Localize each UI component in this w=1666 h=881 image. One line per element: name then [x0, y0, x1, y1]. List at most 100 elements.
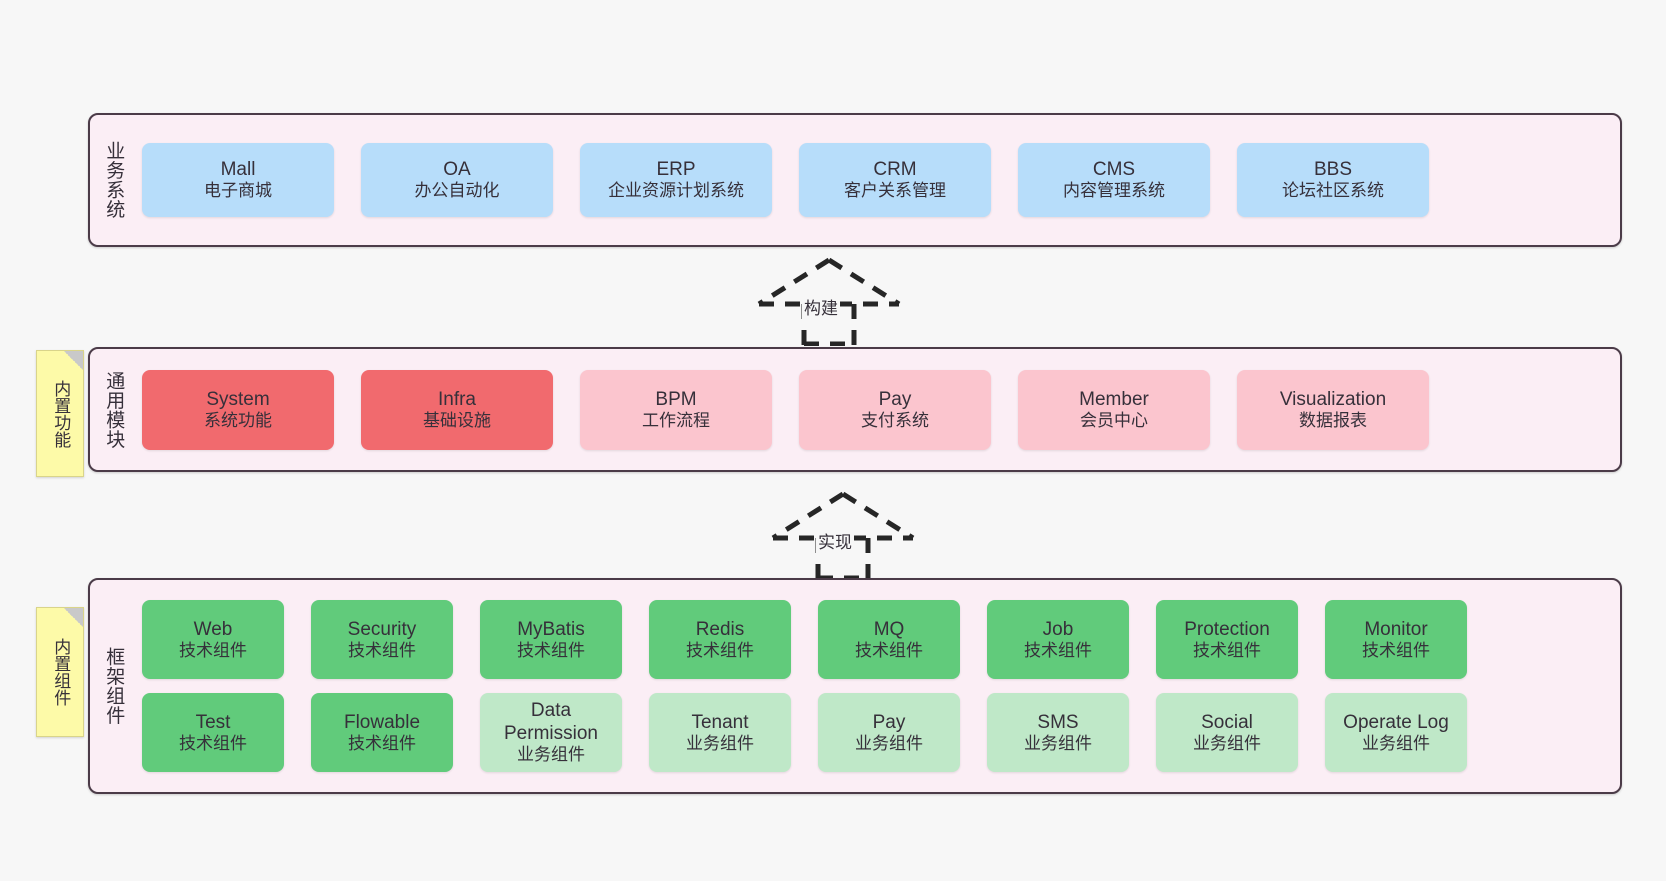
node-mybatis-name: MyBatis [517, 618, 585, 640]
node-infra-desc: 基础设施 [423, 410, 491, 430]
connector-implement-label: 实现 [816, 528, 854, 553]
node-security[interactable]: Security 技术组件 [311, 600, 453, 679]
node-mq-desc: 技术组件 [855, 640, 923, 660]
layer-module-row: System 系统功能 Infra 基础设施 BPM 工作流程 Pay 支付系统… [142, 369, 1606, 450]
node-system-desc: 系统功能 [204, 410, 272, 430]
node-oa[interactable]: OA 办公自动化 [361, 143, 553, 217]
node-pay-component[interactable]: Pay 业务组件 [818, 693, 960, 772]
node-sms-desc: 业务组件 [1024, 733, 1092, 753]
node-job-desc: 技术组件 [1024, 640, 1092, 660]
node-tenant-desc: 业务组件 [686, 733, 754, 753]
node-member[interactable]: Member 会员中心 [1018, 369, 1210, 450]
node-bpm[interactable]: BPM 工作流程 [580, 369, 772, 450]
connector-build: 构建 [754, 256, 904, 347]
node-tenant-name: Tenant [691, 711, 749, 733]
node-data-permission[interactable]: Data Permission 业务组件 [480, 693, 622, 772]
layer-title-framework: 框架组件 [103, 647, 125, 725]
node-redis[interactable]: Redis 技术组件 [649, 600, 791, 679]
node-member-desc: 会员中心 [1080, 410, 1148, 430]
node-mybatis-desc: 技术组件 [517, 640, 585, 660]
node-security-name: Security [347, 618, 417, 640]
node-social-name: Social [1201, 711, 1253, 733]
node-crm[interactable]: CRM 客户关系管理 [799, 143, 991, 217]
node-cms-desc: 内容管理系统 [1063, 181, 1165, 201]
note-fold-icon [64, 351, 83, 370]
layer-title-module: 通用模块 [103, 370, 125, 449]
node-web-desc: 技术组件 [179, 640, 247, 660]
node-data-permission-name: Data Permission [504, 699, 598, 745]
connector-build-label: 构建 [802, 294, 840, 319]
node-member-name: Member [1079, 388, 1149, 410]
layer-framework-boxes: Web 技术组件 Security 技术组件 MyBatis 技术组件 Redi… [136, 580, 1620, 792]
layer-module-boxes: System 系统功能 Infra 基础设施 BPM 工作流程 Pay 支付系统… [136, 349, 1620, 470]
note-builtin-components-label: 内置组件 [51, 638, 71, 706]
node-mq[interactable]: MQ 技术组件 [818, 600, 960, 679]
node-web[interactable]: Web 技术组件 [142, 600, 284, 679]
node-mybatis[interactable]: MyBatis 技术组件 [480, 600, 622, 679]
node-cms[interactable]: CMS 内容管理系统 [1018, 143, 1210, 217]
note-builtin-functions-label: 内置功能 [51, 379, 71, 448]
node-protection-desc: 技术组件 [1193, 640, 1261, 660]
node-erp[interactable]: ERP 企业资源计划系统 [580, 143, 772, 217]
node-test-name: Test [195, 711, 231, 733]
node-infra[interactable]: Infra 基础设施 [361, 369, 553, 450]
node-monitor[interactable]: Monitor 技术组件 [1325, 600, 1467, 679]
node-visualization-desc: 数据报表 [1299, 410, 1367, 430]
node-pay-module[interactable]: Pay 支付系统 [799, 369, 991, 450]
node-test-desc: 技术组件 [179, 733, 247, 753]
note-builtin-components[interactable]: 内置组件 [36, 607, 84, 737]
node-pay-module-name: Pay [878, 388, 912, 410]
layer-framework-row-business: Test 技术组件 Flowable 技术组件 Data Permission … [142, 693, 1606, 772]
node-mq-name: MQ [873, 618, 905, 640]
node-mall[interactable]: Mall 电子商城 [142, 143, 334, 217]
node-system-name: System [206, 388, 270, 410]
node-bbs[interactable]: BBS 论坛社区系统 [1237, 143, 1429, 217]
node-sms[interactable]: SMS 业务组件 [987, 693, 1129, 772]
node-pay-component-desc: 业务组件 [855, 733, 923, 753]
node-oa-desc: 办公自动化 [414, 181, 500, 201]
node-erp-name: ERP [656, 159, 696, 181]
layer-framework-row-tech: Web 技术组件 Security 技术组件 MyBatis 技术组件 Redi… [142, 600, 1606, 679]
node-flowable-desc: 技术组件 [348, 733, 416, 753]
note-fold-icon [64, 608, 83, 627]
node-operate-log[interactable]: Operate Log 业务组件 [1325, 693, 1467, 772]
node-pay-module-desc: 支付系统 [861, 410, 929, 430]
node-mall-name: Mall [220, 159, 256, 181]
node-flowable-name: Flowable [343, 711, 421, 733]
node-bbs-desc: 论坛社区系统 [1282, 181, 1384, 201]
layer-business-boxes: Mall 电子商城 OA 办公自动化 ERP 企业资源计划系统 CRM 客户关系… [136, 115, 1620, 245]
node-pay-component-name: Pay [872, 711, 906, 733]
node-visualization-name: Visualization [1279, 388, 1387, 410]
node-oa-name: OA [443, 159, 471, 181]
node-tenant[interactable]: Tenant 业务组件 [649, 693, 791, 772]
node-flowable[interactable]: Flowable 技术组件 [311, 693, 453, 772]
node-protection-name: Protection [1184, 618, 1270, 640]
note-builtin-functions[interactable]: 内置功能 [36, 350, 84, 477]
node-data-permission-desc: 业务组件 [517, 745, 585, 765]
node-monitor-desc: 技术组件 [1362, 640, 1430, 660]
node-bbs-name: BBS [1313, 159, 1353, 181]
node-mall-desc: 电子商城 [204, 181, 272, 201]
node-crm-desc: 客户关系管理 [844, 181, 946, 201]
layer-common-modules[interactable]: 通用模块 System 系统功能 Infra 基础设施 BPM 工作流程 Pay… [88, 347, 1622, 472]
node-system[interactable]: System 系统功能 [142, 369, 334, 450]
node-infra-name: Infra [437, 388, 477, 410]
node-cms-name: CMS [1092, 159, 1136, 181]
node-test[interactable]: Test 技术组件 [142, 693, 284, 772]
layer-framework-components[interactable]: 框架组件 Web 技术组件 Security 技术组件 MyBatis 技术组件… [88, 578, 1622, 794]
node-bpm-desc: 工作流程 [642, 410, 710, 430]
layer-title-business: 业务系统 [103, 141, 125, 219]
layer-business-row: Mall 电子商城 OA 办公自动化 ERP 企业资源计划系统 CRM 客户关系… [142, 143, 1606, 217]
node-web-name: Web [193, 618, 233, 640]
node-erp-desc: 企业资源计划系统 [608, 181, 744, 201]
node-monitor-name: Monitor [1364, 618, 1428, 640]
node-job[interactable]: Job 技术组件 [987, 600, 1129, 679]
node-protection[interactable]: Protection 技术组件 [1156, 600, 1298, 679]
node-visualization[interactable]: Visualization 数据报表 [1237, 369, 1429, 450]
node-social[interactable]: Social 业务组件 [1156, 693, 1298, 772]
node-social-desc: 业务组件 [1193, 733, 1261, 753]
layer-business-systems[interactable]: 业务系统 Mall 电子商城 OA 办公自动化 ERP 企业资源计划系统 CRM… [88, 113, 1622, 247]
node-operate-log-name: Operate Log [1343, 711, 1449, 733]
node-bpm-name: BPM [655, 388, 697, 410]
